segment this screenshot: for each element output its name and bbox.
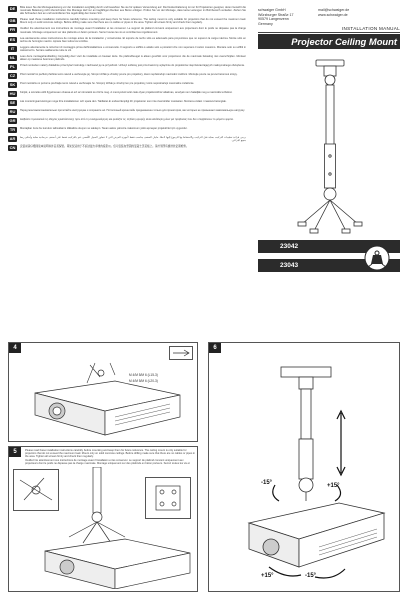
step-text-line: Veuillez lire attentivement ces instruct…: [25, 458, 190, 465]
article-number: 23043: [280, 262, 299, 269]
screw-caption: M 4/M 5/M 6 (L15-3): [129, 373, 158, 377]
detail-inset: [145, 477, 191, 519]
flag-icon: GB: [8, 18, 17, 25]
email-text: mail@schwaiger.de: [318, 8, 350, 12]
paragraph-text: Kérjük, a szerelés előtt figyelmesen olv…: [20, 91, 233, 95]
step-6-panel: 6 -15° +15° +15° -15°: [208, 342, 400, 592]
address-line: Würzburger Straße 17: [258, 12, 294, 17]
flag-icon: RU: [8, 109, 17, 116]
flag-icon: ES: [8, 36, 17, 43]
paragraph-text: Pred montážou si pozorne prečítajte tent…: [20, 82, 195, 86]
paragraph-text: يرجى قراءة تعليمات التركيب بعناية قبل ال…: [20, 136, 246, 143]
flag-icon: CZ: [8, 73, 17, 80]
projector-drawing: [34, 362, 181, 436]
screw-caption: M 4/M 5/M 6 (L20-3): [129, 379, 158, 383]
article-number: 23042: [280, 243, 299, 250]
company-contact: mail@schwaiger.de www.schwaiger.de: [318, 8, 349, 17]
paragraph-text: 安装前请仔细阅读本说明书并妥善保管。吊架仅适用于不超过最大承重的投影仪。仅可安装…: [20, 145, 189, 149]
paragraph-text: Montajdan önce bu kurulum talimatlarını …: [20, 127, 188, 131]
flag-icon: CN: [8, 145, 17, 152]
paragraph-text: Läs monteringsanvisningen noga före inst…: [20, 100, 227, 104]
angle-label: +15°: [327, 483, 340, 489]
detail-inset: [13, 469, 59, 511]
paragraph-text: Перед монтажом внимательно прочитайте ин…: [20, 109, 245, 113]
paragraph-text: Lea atentamente estas instrucciones de m…: [20, 36, 246, 43]
paragraph-text: Przed montażem należy dokładnie przeczyt…: [20, 64, 245, 68]
flag-icon: IT: [8, 45, 17, 52]
mount-assembly-drawing: [44, 467, 191, 589]
step-5-panel: 5 Please read these installation instruc…: [8, 446, 198, 592]
step-text-line: Please read these installation instructi…: [25, 449, 195, 459]
weight-icon: [364, 245, 390, 271]
step-number: 4: [9, 343, 21, 353]
company-address: schwaiger GmbH Würzburger Straße 17 9057…: [258, 8, 294, 26]
paragraph-text: Lees deze montagehandleiding zorgvuldig …: [20, 55, 246, 62]
angle-label: +15°: [261, 573, 274, 579]
angle-label: -15°: [261, 480, 273, 486]
address-line: Germany: [258, 21, 273, 26]
paragraph-text: Před montáží si pečlivě přečtěte tento n…: [20, 73, 238, 77]
flag-icon: PL: [8, 64, 17, 71]
paragraph-text: Please read these installation instructi…: [20, 18, 246, 25]
flag-icon: FR: [8, 27, 17, 34]
address-line: 90579 Langenzenn: [258, 17, 289, 22]
flag-icon: HU: [8, 91, 17, 98]
tilt-adjust-drawing: [247, 366, 386, 579]
product-title: Projector Ceiling Mount: [258, 34, 400, 49]
paragraph-text: Bitte lesen Sie die Montageanleitung vor…: [20, 6, 246, 16]
step-number: 5: [9, 447, 21, 457]
flag-icon: DE: [8, 6, 17, 12]
step-number: 6: [209, 343, 221, 353]
angle-label: -15°: [305, 573, 317, 579]
article-number-bar: 23043: [258, 259, 400, 272]
paragraph-text: Veuillez lire attentivement ces instruct…: [20, 27, 246, 34]
flag-icon: TR: [8, 127, 17, 134]
website-text: www.schwaiger.de: [318, 12, 348, 17]
flag-icon: NL: [8, 55, 17, 62]
step-5-text: Please read these installation instructi…: [25, 449, 195, 465]
detail-inset: [169, 346, 193, 360]
paragraph-text: Διαβάστε προσεκτικά τις οδηγίες εγκατάστ…: [20, 118, 234, 122]
flag-icon: SE: [8, 100, 17, 107]
manual-label: INSTALLATION MANUAL: [258, 26, 400, 33]
article-number-bar: 23042: [258, 240, 400, 253]
flag-icon: SK: [8, 82, 17, 89]
address-line: schwaiger GmbH: [258, 8, 286, 12]
paragraph-text: Leggere attentamente le istruzioni di mo…: [20, 45, 246, 52]
flag-icon: AR: [8, 136, 17, 143]
flag-icon: GR: [8, 118, 17, 125]
step-4-panel: 4 M 4/M 5/M 6 (L15-3) M 4/M 5/M 6 (L20-3…: [8, 342, 198, 442]
mount-illustration: [288, 56, 372, 236]
